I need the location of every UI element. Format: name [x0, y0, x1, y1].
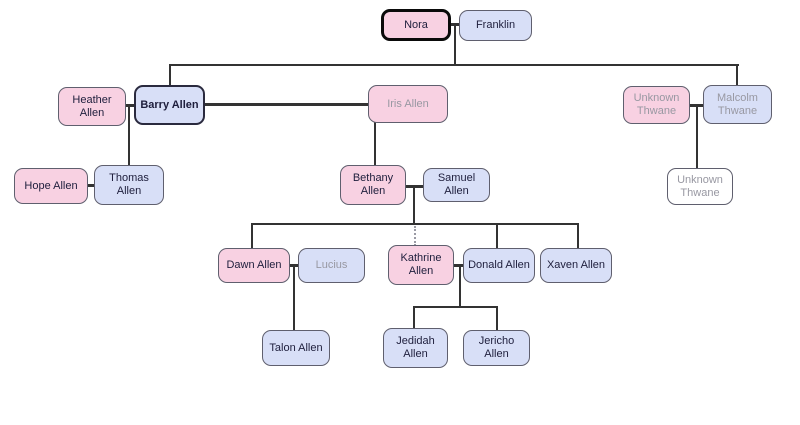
descent-line — [374, 105, 376, 166]
person-node-hope-allen[interactable]: Hope Allen — [14, 168, 88, 204]
couple-link-dawn-lucius — [288, 264, 300, 267]
descent-line — [413, 306, 415, 329]
descent-line — [454, 25, 456, 65]
person-node-jedidah-allen[interactable]: Jedidah Allen — [383, 328, 448, 368]
descent-line — [251, 223, 253, 249]
person-node-unknown-thwane-2[interactable]: Unknown Thwane — [667, 168, 733, 205]
person-node-thomas-allen[interactable]: Thomas Allen — [94, 165, 164, 205]
couple-link-bethany-samuel — [404, 185, 425, 188]
couple-link-barry-iris — [205, 103, 368, 106]
descent-line — [496, 306, 498, 331]
person-node-iris-allen[interactable]: Iris Allen — [368, 85, 448, 123]
couple-link-nora-franklin — [449, 23, 461, 26]
person-node-franklin[interactable]: Franklin — [459, 10, 532, 41]
person-node-barry-allen[interactable]: Barry Allen — [134, 85, 205, 125]
descent-line — [293, 266, 295, 331]
couple-link-unknown-malcolm — [688, 104, 705, 107]
person-node-donald-allen[interactable]: Donald Allen — [463, 248, 535, 283]
couple-link-heather-barry — [124, 104, 136, 107]
descent-line — [736, 64, 738, 86]
person-node-heather-allen[interactable]: Heather Allen — [58, 87, 126, 126]
couple-link-hope-thomas — [86, 184, 96, 187]
person-node-kathrine-allen[interactable]: Kathrine Allen — [388, 245, 454, 285]
descent-line — [169, 64, 171, 86]
person-node-talon-allen[interactable]: Talon Allen — [262, 330, 330, 366]
descent-line — [577, 223, 579, 249]
descent-line — [128, 106, 130, 166]
person-node-jericho-allen[interactable]: Jericho Allen — [463, 330, 530, 366]
person-node-xaven-allen[interactable]: Xaven Allen — [540, 248, 612, 283]
couple-link-kathrine-donald — [452, 264, 465, 267]
person-node-samuel-allen[interactable]: Samuel Allen — [423, 168, 490, 202]
descent-line — [459, 266, 461, 308]
descent-line — [496, 223, 498, 249]
person-node-unknown-thwane-1[interactable]: Unknown Thwane — [623, 86, 690, 124]
dotted-descent-line — [414, 226, 416, 246]
sibling-bus — [251, 223, 579, 225]
sibling-bus — [413, 306, 498, 308]
descent-line — [413, 187, 415, 225]
descent-line — [696, 106, 698, 169]
person-node-lucius[interactable]: Lucius — [298, 248, 365, 283]
sibling-bus — [169, 64, 739, 66]
person-node-bethany-allen[interactable]: Bethany Allen — [340, 165, 406, 205]
person-node-malcolm-thwane[interactable]: Malcolm Thwane — [703, 85, 772, 124]
person-node-dawn-allen[interactable]: Dawn Allen — [218, 248, 290, 283]
person-node-nora[interactable]: Nora — [381, 9, 451, 41]
